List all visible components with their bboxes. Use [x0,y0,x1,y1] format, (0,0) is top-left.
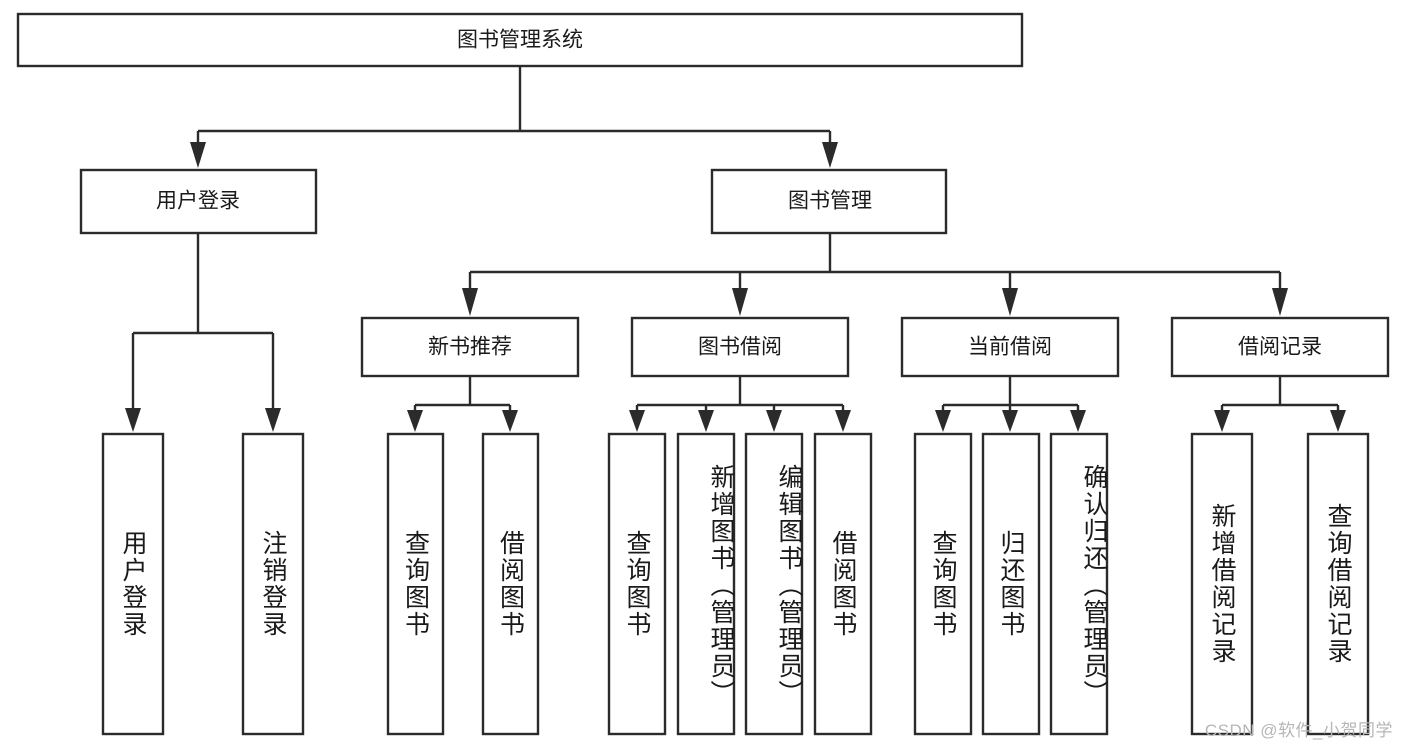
connector-userlogin-to-leaves [125,233,281,432]
node-leaf-query-book-1-label: 查询图书 [401,530,430,638]
node-leaf-query-book-1[interactable] [386,432,445,736]
node-leaf-confirm-return[interactable] [1049,432,1109,736]
node-leaf-edit-book-label: 编辑图书（管理员） [775,463,803,707]
node-leaf-return-book[interactable] [981,432,1041,736]
node-leaf-query-borrow-record-label: 查询借阅记录 [1324,503,1352,665]
node-leaf-return-book-label: 归还图书 [997,530,1025,638]
node-borrow-record-label: 借阅记录 [1238,336,1322,359]
connector-newbook-to-leaves [407,376,518,432]
node-root[interactable] [16,12,1024,68]
connector-root-to-level2 [190,66,838,168]
node-user-login-label: 用户登录 [156,190,240,213]
node-leaf-query-book-3[interactable] [913,432,973,736]
node-user-login[interactable] [79,168,318,235]
connector-bookborrow-to-leaves [629,376,851,432]
connector-currentborrow-to-leaves [935,376,1086,432]
node-book-management-label: 图书管理 [788,190,872,213]
node-leaf-add-borrow-record-label: 新增借阅记录 [1208,503,1236,665]
watermark-text: CSDN @软件_小贺同学 [1204,721,1393,740]
node-leaf-query-book-2[interactable] [607,432,667,736]
node-leaf-borrow-book-2-label: 借阅图书 [829,530,857,638]
node-leaf-borrow-book-2[interactable] [813,432,873,736]
connector-bookmgmt-to-level3 [462,233,1288,316]
node-leaf-borrow-book-1-label: 借阅图书 [496,530,525,638]
node-current-borrow[interactable] [900,316,1120,378]
node-book-borrow-label: 图书借阅 [698,336,782,359]
node-borrow-record[interactable] [1170,316,1390,378]
node-new-book-recommend-label: 新书推荐 [428,336,512,359]
node-leaf-confirm-return-label: 确认归还（管理员） [1080,463,1108,707]
node-book-management[interactable] [710,168,948,235]
node-leaf-add-book-label: 新增图书（管理员） [707,463,735,707]
node-leaf-query-book-2-label: 查询图书 [623,530,651,638]
node-leaf-add-borrow-record[interactable] [1190,432,1254,736]
node-leaf-logout-label: 注销登录 [259,530,287,638]
connector-borrowrecord-to-leaves [1214,376,1346,432]
node-root-label: 图书管理系统 [457,29,583,52]
node-new-book-recommend[interactable] [360,316,580,378]
node-leaf-add-book[interactable] [676,432,736,736]
node-current-borrow-label: 当前借阅 [968,336,1052,359]
node-leaf-query-book-3-label: 查询图书 [929,530,957,638]
node-leaf-borrow-book-1[interactable] [481,432,540,736]
node-leaf-user-login[interactable] [101,432,165,736]
node-leaf-logout[interactable] [241,432,305,736]
node-book-borrow[interactable] [630,316,850,378]
node-leaf-user-login-label: 用户登录 [119,530,147,638]
node-leaf-edit-book[interactable] [744,432,804,736]
node-leaf-query-borrow-record[interactable] [1306,432,1370,736]
